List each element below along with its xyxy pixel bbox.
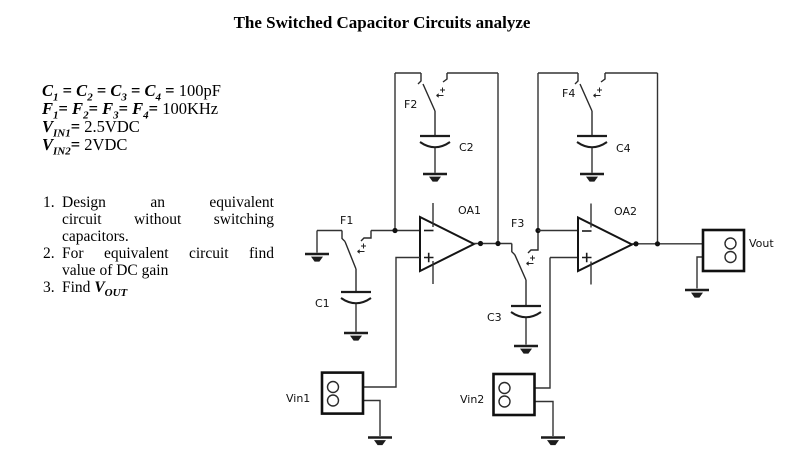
switch-f2-label: F2 bbox=[404, 98, 417, 111]
switch-f4-label: F4 bbox=[562, 87, 575, 100]
switch-f2: F2 bbox=[404, 73, 448, 136]
vout-pin-plus bbox=[724, 237, 737, 250]
task-text: Find VOUT bbox=[62, 279, 128, 300]
capacitor-c3: C3 bbox=[487, 304, 542, 355]
ground-symbol bbox=[342, 331, 370, 342]
task-find-vout: 3. Find VOUT bbox=[43, 279, 274, 300]
task-number: 1. bbox=[43, 194, 55, 211]
switch-f3-label: F3 bbox=[511, 217, 524, 230]
given-parameters: C1 = C2 = C3 = C4 = 100pF F1= F2= F3= F4… bbox=[42, 81, 221, 158]
switch-polarity-mark bbox=[526, 255, 536, 266]
ground-symbol bbox=[683, 288, 711, 299]
capacitance-equation: C1 = C2 = C3 = C4 = 100pF bbox=[42, 81, 221, 104]
capacitor-c1-label: C1 bbox=[315, 297, 330, 310]
feedback-network-2 bbox=[535, 72, 659, 244]
feedback-network-1 bbox=[394, 72, 499, 244]
ground-symbol bbox=[303, 252, 331, 263]
connector-vout: Vout bbox=[632, 228, 774, 299]
vin2-pin-minus bbox=[498, 395, 511, 408]
switch-f1: F1 bbox=[303, 214, 372, 292]
opamp-oa1-label: OA1 bbox=[458, 204, 481, 217]
opamp-oa2-label: OA2 bbox=[614, 205, 637, 218]
capacitor-c2: C2 bbox=[419, 134, 474, 183]
junction-dot bbox=[495, 240, 501, 247]
ground-symbol bbox=[539, 436, 567, 447]
vin2-label: Vin2 bbox=[460, 393, 484, 406]
vin1-pin-minus bbox=[326, 394, 340, 407]
opamp-oa2: OA2 bbox=[538, 203, 637, 285]
junction-dot bbox=[392, 227, 398, 234]
switch-f3: F3 bbox=[474, 217, 539, 306]
ground-symbol bbox=[366, 436, 394, 447]
ground-symbol bbox=[578, 172, 606, 183]
task-number: 2. bbox=[43, 245, 55, 262]
vin1-label: Vin1 bbox=[286, 392, 310, 405]
capacitor-c3-label: C3 bbox=[487, 311, 502, 324]
switch-polarity-mark bbox=[357, 243, 367, 254]
switch-polarity-mark bbox=[593, 87, 603, 98]
vin2-pin-plus bbox=[498, 381, 511, 395]
opamp-oa1: OA1 bbox=[371, 203, 481, 284]
ground-symbol bbox=[512, 344, 540, 355]
capacitor-c4: C4 bbox=[576, 134, 631, 183]
vin1-equation: VIN1= 2.5VDC bbox=[42, 117, 140, 140]
capacitor-c1: C1 bbox=[315, 290, 372, 342]
ground-symbol bbox=[421, 172, 449, 183]
connector-vin2: Vin2 bbox=[460, 257, 567, 447]
junction-dot bbox=[477, 240, 484, 247]
task-number: 3. bbox=[43, 279, 55, 296]
capacitor-c4-label: C4 bbox=[616, 142, 631, 155]
vin2-equation: VIN2= 2VDC bbox=[42, 135, 128, 158]
switch-polarity-mark bbox=[436, 87, 446, 98]
switch-f4: F4 bbox=[562, 73, 606, 136]
vout-pin-minus bbox=[724, 250, 737, 264]
junction-dot bbox=[654, 241, 661, 247]
vout-label: Vout bbox=[749, 237, 774, 250]
capacitor-c2-label: C2 bbox=[459, 141, 474, 154]
frequency-equation: F1= F2= F3= F4= 100KHz bbox=[42, 99, 219, 122]
vin1-pin-plus bbox=[326, 380, 340, 394]
switch-f1-label: F1 bbox=[340, 214, 353, 227]
junction-dot bbox=[633, 241, 639, 247]
page-title: The Switched Capacitor Circuits analyze bbox=[233, 13, 531, 32]
connector-vin1: Vin1 bbox=[286, 256, 420, 447]
